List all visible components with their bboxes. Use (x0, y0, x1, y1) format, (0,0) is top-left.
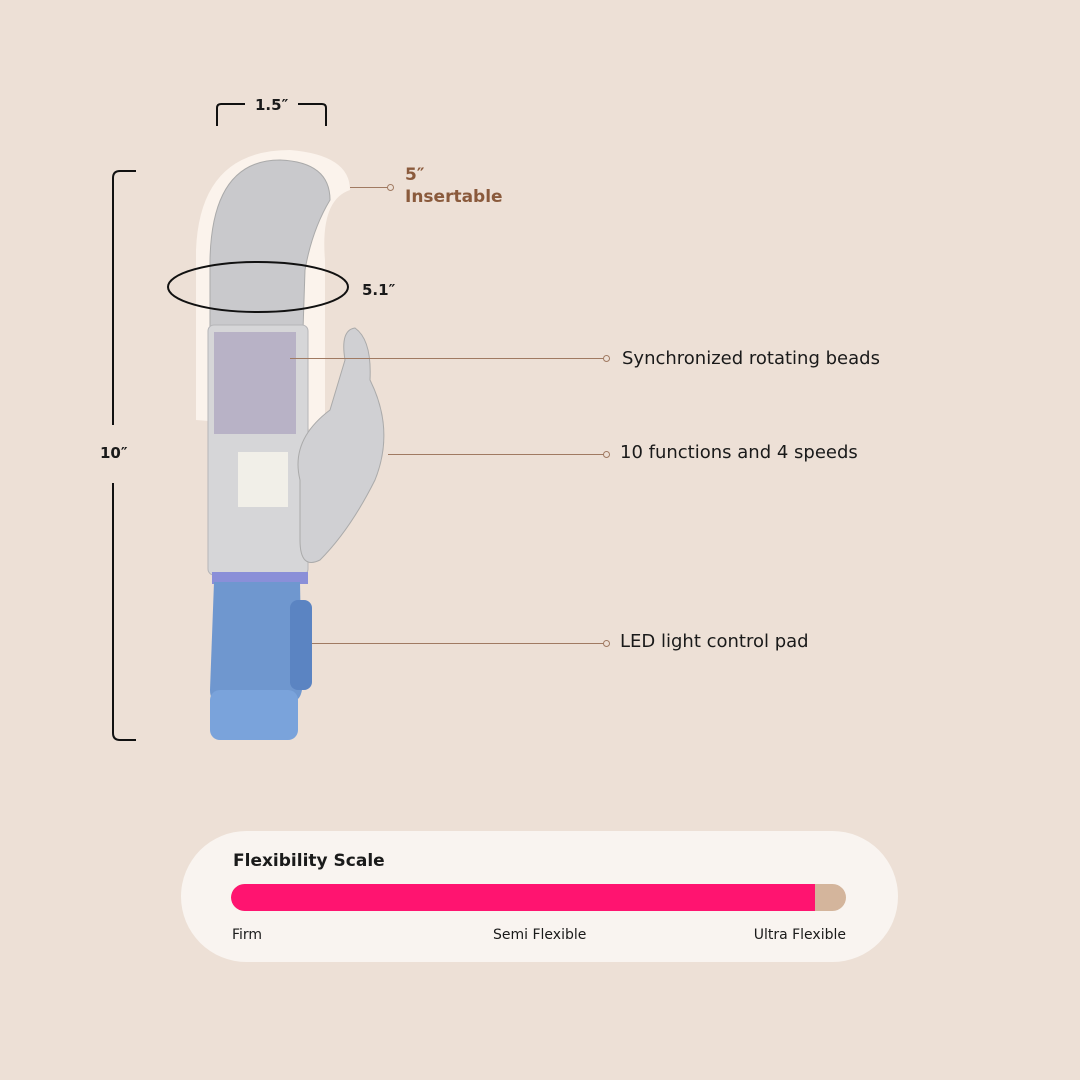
feature-callout-line (290, 355, 610, 362)
flexibility-title: Flexibility Scale (233, 851, 385, 871)
feature-label: Synchronized rotating beads (622, 348, 880, 369)
feature-label: LED light control pad (620, 631, 809, 652)
width-bracket (216, 103, 327, 126)
length-bracket (112, 170, 136, 741)
feature-callout-line (312, 640, 610, 647)
flexibility-scale-card: Flexibility Scale Firm Semi Flexible Ult… (181, 831, 898, 962)
insertable-callout: 5″ Insertable (405, 164, 503, 208)
flexibility-fill (231, 884, 816, 911)
scale-label-semi: Semi Flexible (493, 927, 587, 943)
scale-label-firm: Firm (232, 927, 263, 943)
length-label: 10″ (100, 444, 128, 462)
product-image (207, 159, 385, 740)
beads-icon (214, 332, 296, 434)
feature-label: 10 functions and 4 speeds (620, 442, 858, 463)
flexibility-track (231, 884, 846, 911)
insertable-value: 5″ (405, 165, 425, 185)
feature-callout-line (388, 451, 610, 458)
insertable-label: Insertable (405, 187, 503, 207)
scale-label-ultra: Ultra Flexible (753, 927, 846, 943)
circumference-label: 5.1″ (362, 281, 396, 299)
product-diagram (112, 103, 385, 741)
width-label: 1.5″ (255, 96, 289, 114)
rotation-arrow-icon (167, 261, 349, 313)
insertable-callout-line (350, 184, 394, 191)
